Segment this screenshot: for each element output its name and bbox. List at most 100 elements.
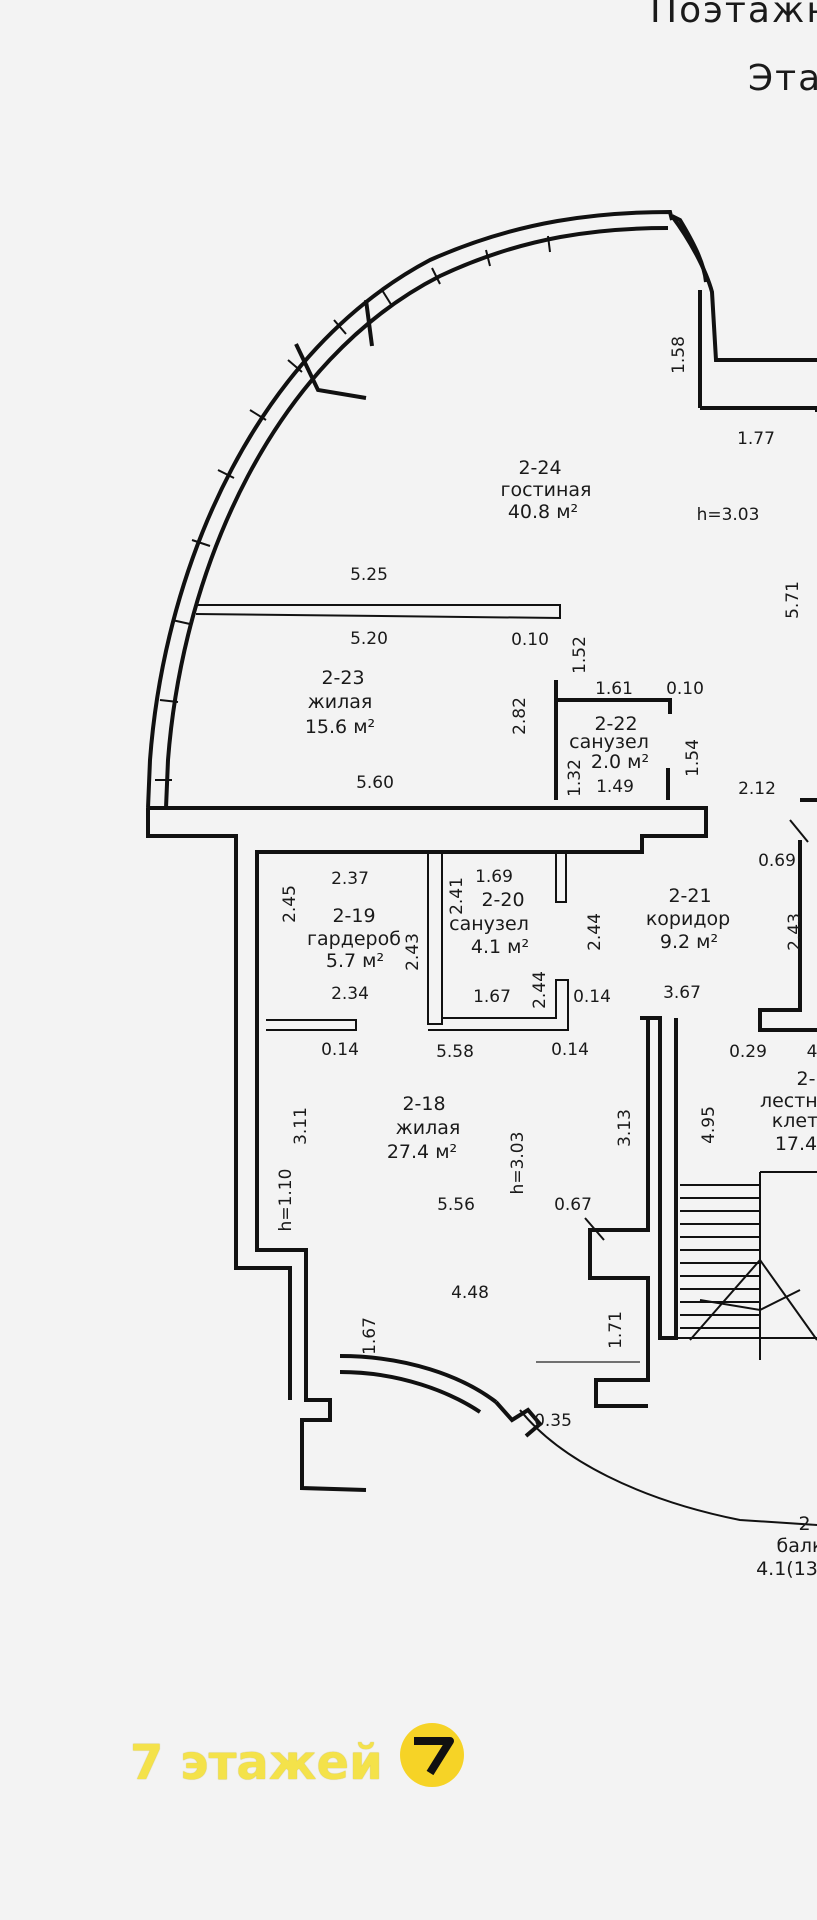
outer-curved-wall-inner	[164, 226, 669, 809]
dim-0-35: 0.35	[534, 1411, 572, 1431]
dim-4-48: 4.48	[451, 1283, 489, 1303]
dim-2-82: 2.82	[510, 697, 530, 735]
stair-lines	[680, 1171, 817, 1340]
dim-1-67-b: 1.67	[360, 1317, 380, 1355]
upper-right-walls-2	[671, 214, 708, 283]
outer-curved-wall	[146, 209, 674, 809]
dim-2-43-b: 2.43	[403, 933, 423, 971]
room-2-23: 2-23 жилая 15.6 м²	[305, 667, 375, 738]
watermark-text: 7 этажей	[130, 1735, 383, 1791]
dim-1-49: 1.49	[596, 777, 634, 797]
room-2-23-area: 15.6 м²	[305, 716, 375, 738]
room-2-19-name: гардероб	[307, 928, 401, 950]
dim-1-61: 1.61	[595, 679, 633, 699]
dim-2-45: 2.45	[280, 885, 300, 923]
dim-2-37: 2.37	[331, 869, 369, 889]
dim-3-67: 3.67	[663, 983, 701, 1003]
dim-1-71: 1.71	[606, 1311, 626, 1349]
curve-window-ticks	[155, 235, 551, 781]
dim-2-44-a: 2.44	[585, 913, 605, 951]
room-2-20-num: 2-20	[481, 889, 524, 911]
dim-1-52: 1.52	[570, 636, 590, 674]
dim-5-58: 5.58	[436, 1042, 474, 1062]
balcony-bay	[494, 1400, 543, 1438]
dim-1-58: 1.58	[669, 336, 689, 374]
dim-0-67: 0.67	[554, 1195, 592, 1215]
dim-4-95: 4.95	[699, 1106, 719, 1144]
room-balcony: 2- балк 4.1(13.	[756, 1513, 817, 1580]
stair-arrow	[689, 1258, 817, 1341]
door-jamb-067	[584, 1217, 605, 1241]
dim-1-69: 1.69	[475, 867, 513, 887]
corridor-right-walls	[758, 798, 817, 1032]
bath-20-walls	[428, 979, 569, 1031]
dim-0-29: 0.29	[729, 1042, 767, 1062]
bath-20-door-stub	[555, 852, 567, 903]
stair-area: 17.4	[775, 1133, 817, 1155]
room-2-18: 2-18 жилая 27.4 м²	[387, 1093, 460, 1163]
room-stair: 2- лестни клет 17.4	[760, 1068, 817, 1155]
height-room-18: h=3.03	[508, 1132, 528, 1195]
room-2-21: 2-21 коридор 9.2 м²	[646, 885, 730, 953]
dim-2-34: 2.34	[331, 984, 369, 1004]
dim-3-13: 3.13	[615, 1109, 635, 1147]
dim-5-60: 5.60	[356, 773, 394, 793]
room-2-24-name: гостиная	[501, 479, 592, 501]
room-2-23-num: 2-23	[321, 667, 364, 689]
stair-shaft-walls	[588, 1016, 678, 1408]
room-2-22-num: 2-22	[594, 713, 637, 735]
curve-bay	[294, 299, 374, 400]
room-2-24-area: 40.8 м²	[508, 501, 578, 523]
dim-0-14-b: 0.14	[321, 1040, 359, 1060]
dim-5-25: 5.25	[350, 565, 388, 585]
corridor-jamb	[789, 819, 809, 843]
stair-num: 2-	[797, 1068, 816, 1090]
stair-base	[676, 1337, 817, 1360]
room-2-18-num: 2-18	[402, 1093, 445, 1115]
wardrobe-right-wall	[427, 852, 443, 1025]
balcony-area: 4.1(13.	[756, 1558, 817, 1580]
dim-4: 4	[807, 1042, 817, 1062]
dim-2-43-a: 2.43	[785, 913, 805, 951]
room-2-20-name: санузел	[449, 913, 529, 935]
dim-0-69: 0.69	[758, 851, 796, 871]
balcony-railing	[519, 1409, 817, 1526]
dim-2-41: 2.41	[447, 877, 467, 915]
main-horizontal-wall	[148, 806, 708, 1492]
room-2-21-num: 2-21	[668, 885, 711, 907]
dim-1-32: 1.32	[565, 759, 585, 797]
dim-0-10-b: 0.10	[666, 679, 704, 699]
room-2-22: 2-22 санузел 2.0 м²	[569, 713, 649, 773]
dim-0-14-c: 0.14	[551, 1040, 589, 1060]
partition-24-23	[195, 604, 561, 620]
room-2-18-name: жилая	[396, 1117, 461, 1139]
room-2-20-area: 4.1 м²	[471, 936, 529, 958]
height-living-room: h=3.03	[697, 505, 760, 525]
dim-3-11: 3.11	[291, 1107, 311, 1145]
room-2-19: 2-19 гардероб 5.7 м²	[307, 905, 401, 972]
dim-5-71: 5.71	[783, 581, 803, 619]
dim-1-67: 1.67	[473, 987, 511, 1007]
dim-0-10-a: 0.10	[511, 630, 549, 650]
dim-2-12: 2.12	[738, 779, 776, 799]
room-2-21-name: коридор	[646, 908, 730, 930]
height-wardrobe: h=1.10	[276, 1169, 296, 1232]
balcony-num: 2-	[799, 1513, 817, 1535]
stair-name2: клет	[772, 1110, 817, 1132]
room-2-24: 2-24 гостиная 40.8 м²	[501, 457, 592, 523]
dim-0-14-a: 0.14	[573, 987, 611, 1007]
bath-22-walls	[554, 680, 672, 800]
room-2-19-num: 2-19	[332, 905, 375, 927]
room-2-22-name: санузел	[569, 731, 649, 753]
dim-5-56: 5.56	[437, 1195, 475, 1215]
room-2-22-area: 2.0 м²	[591, 751, 649, 773]
dim-2-44-b: 2.44	[530, 971, 550, 1009]
dim-1-54: 1.54	[683, 739, 703, 777]
dim-1-77: 1.77	[737, 429, 775, 449]
plan-title-line1: Поэтажн	[650, 0, 817, 31]
balcony-curve-wall	[339, 1354, 498, 1414]
balcony-name: балк	[777, 1535, 817, 1557]
watermark-logo	[400, 1723, 464, 1787]
room-2-19-area: 5.7 м²	[326, 950, 384, 972]
